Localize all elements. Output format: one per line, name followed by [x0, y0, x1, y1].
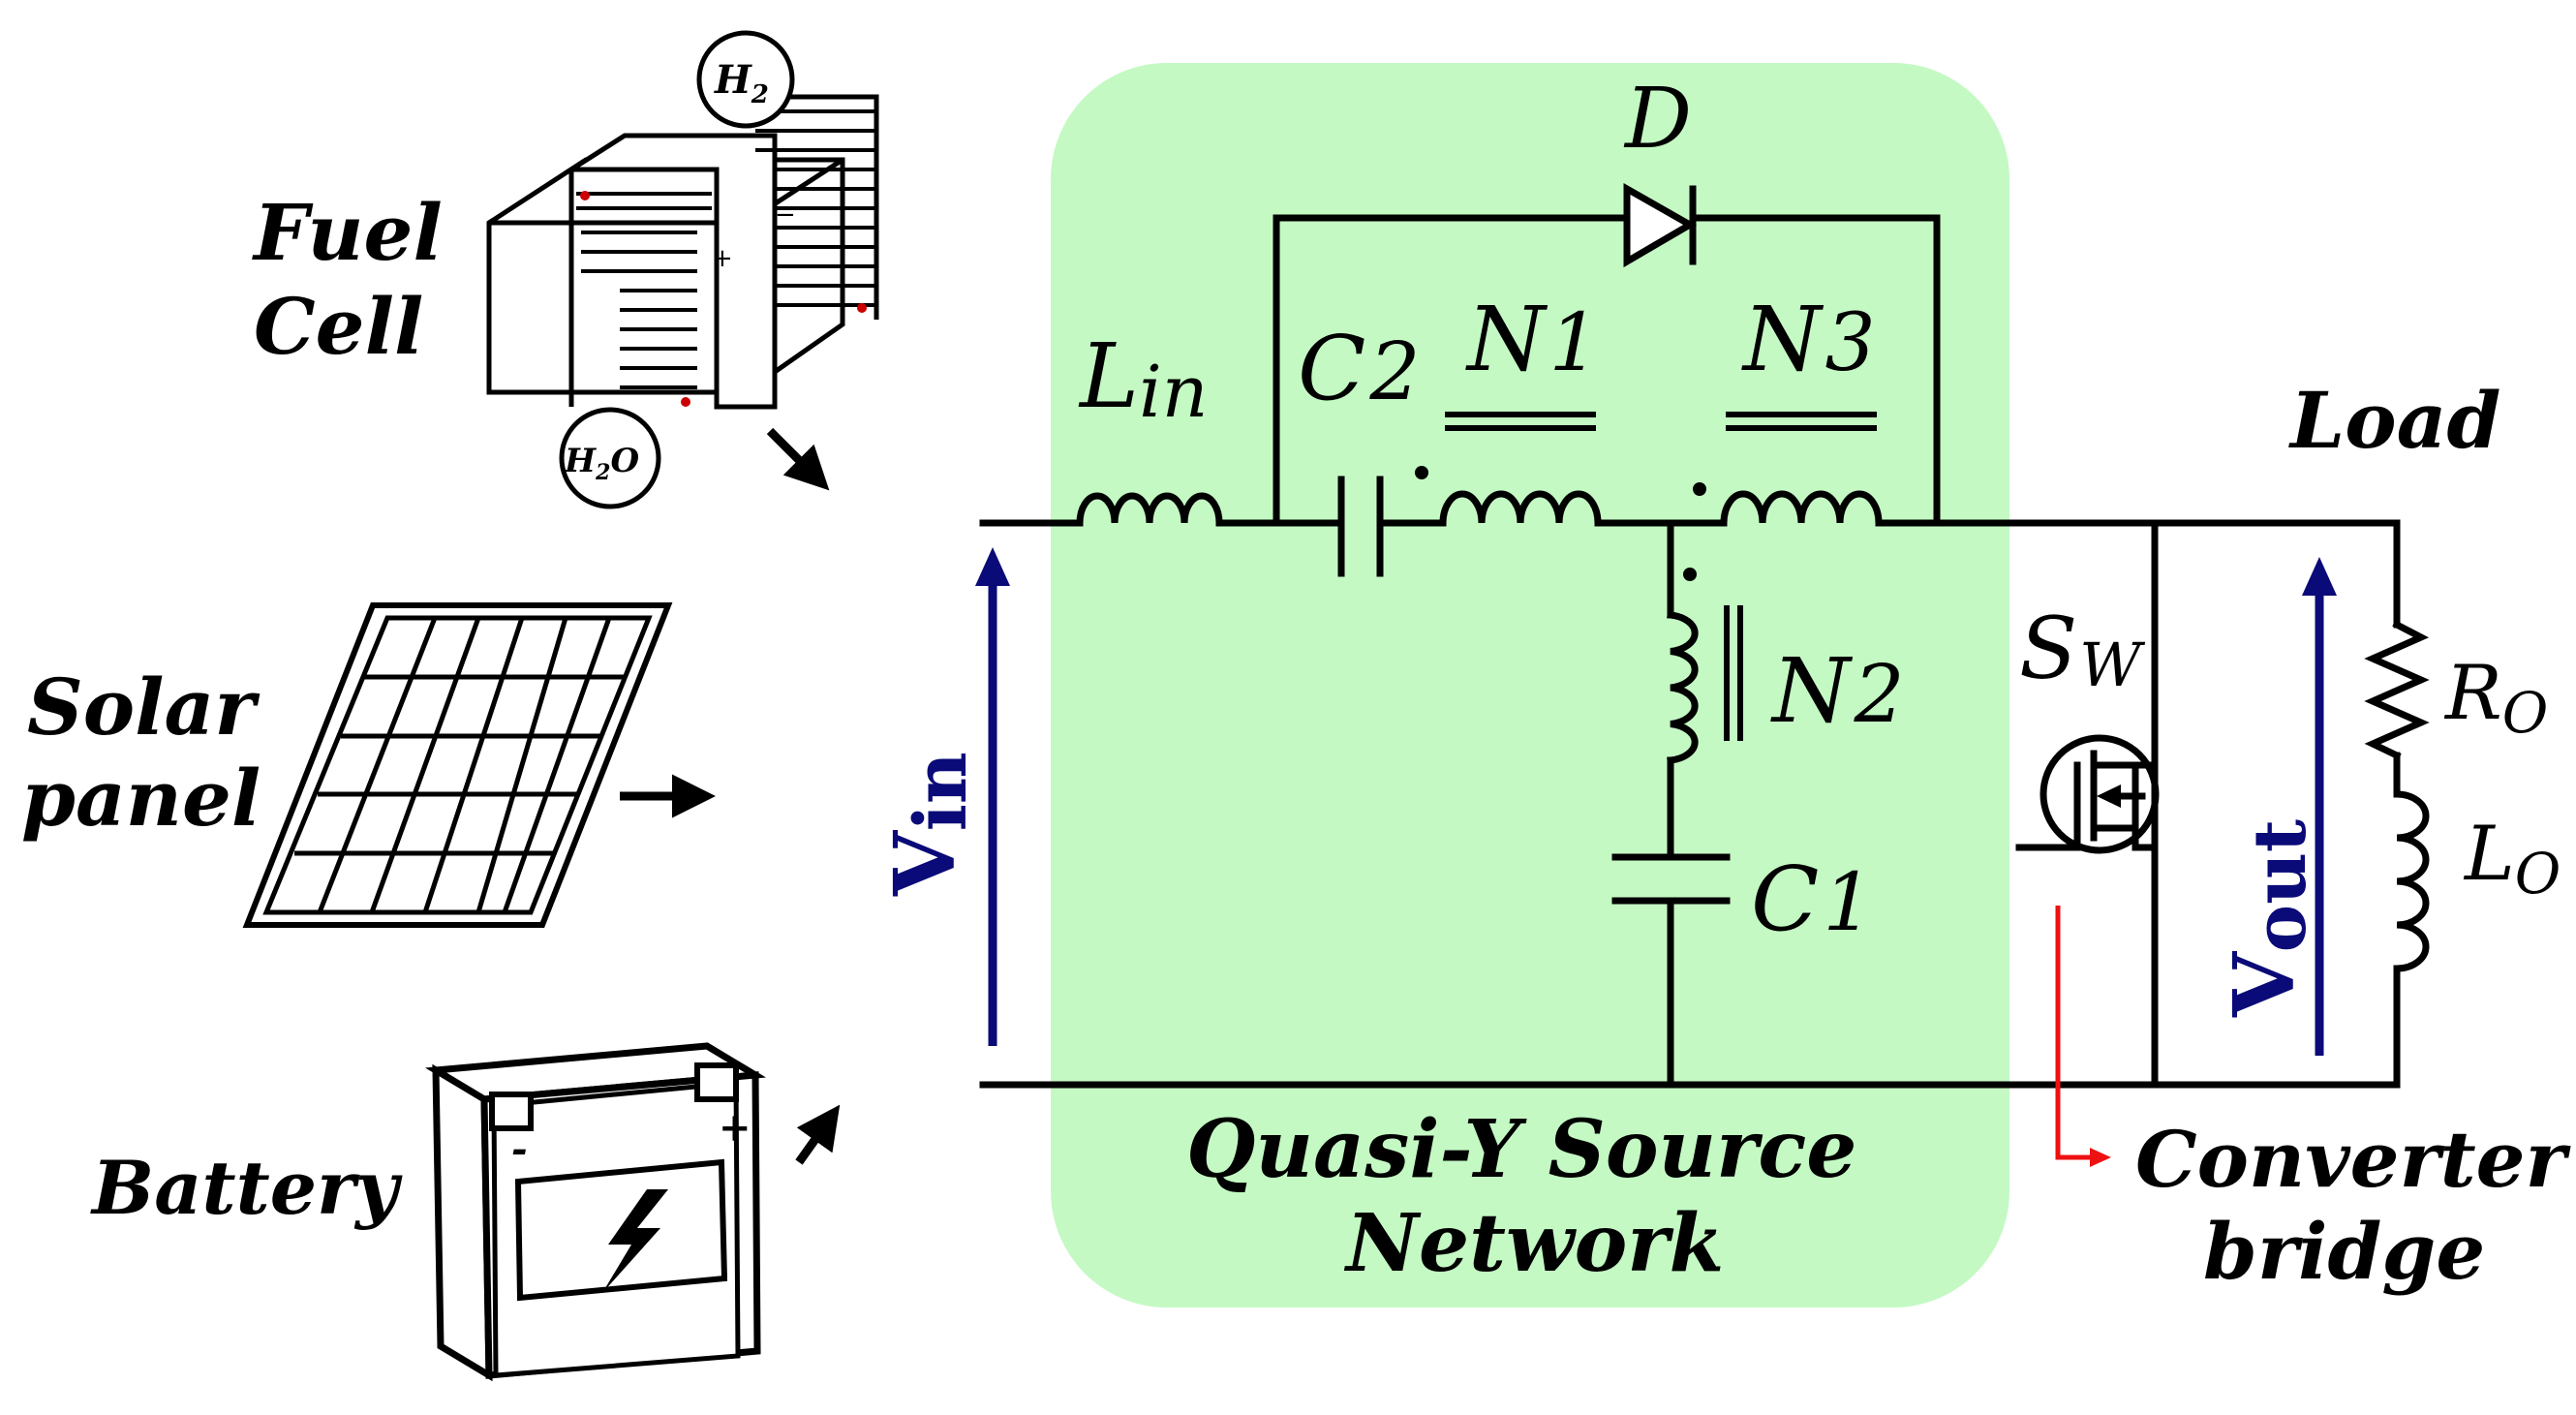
c2-label: C2: [1298, 317, 1421, 420]
fuel-cell-arrow: [766, 427, 830, 491]
h2o-label: H2O: [564, 442, 639, 485]
vout-arrow: [2302, 557, 2337, 1056]
network-background: [1051, 63, 2009, 1307]
h2o-bubble: [559, 407, 661, 509]
vin-label: Vin: [876, 752, 983, 897]
lin-label: Lin: [1078, 324, 1208, 434]
lo-inductor: [2393, 790, 2430, 972]
battery-label: Battery: [90, 1145, 403, 1231]
fuel-cell-label-line2: Cell: [254, 281, 423, 372]
mosfet-switch: [2015, 734, 2160, 854]
network-label-line2: Network: [1343, 1197, 1724, 1290]
solar-label-line1: Solar: [27, 661, 260, 753]
n1-inductor: [1439, 490, 1602, 527]
c1-label: C1: [1751, 847, 1874, 951]
ro-resistor: [2364, 620, 2430, 760]
vout-label: Vout: [2216, 819, 2322, 1018]
battery-plus-label: +: [719, 1105, 751, 1151]
solar-panel-icon: [242, 602, 673, 928]
n1-label: N1: [1465, 288, 1600, 391]
ro-label: RO: [2443, 650, 2548, 746]
solar-label-line2: panel: [21, 753, 261, 844]
converter-pointer-arrow: [2055, 906, 2111, 1167]
svg-text:+: +: [712, 244, 733, 273]
svg-text:−: −: [775, 200, 796, 230]
fuel-cell-red-dot: [857, 303, 867, 313]
bolt-icon: [602, 1189, 668, 1293]
fuel-cell-label-line1: Fuel: [252, 187, 443, 278]
n3-inductor: [1720, 490, 1883, 527]
vin-arrow: [975, 547, 1010, 1046]
battery-arrow: [795, 1104, 841, 1165]
fuel-cell-icon: + −: [486, 94, 879, 410]
battery-minus-label: -: [511, 1126, 528, 1172]
n3-polarity-dot: [1693, 482, 1706, 496]
n2-polarity-dot: [1683, 568, 1697, 581]
h2-bubble: [696, 30, 795, 129]
sw-label: SW: [2019, 599, 2145, 700]
fuel-cell-red-dot: [681, 397, 690, 407]
lo-label: LO: [2463, 811, 2561, 907]
converter-label-line2: bridge: [2203, 1206, 2485, 1297]
diode-label: D: [1623, 71, 1692, 168]
diode-symbol: [1623, 182, 1698, 268]
h2-label: H2: [714, 57, 769, 109]
network-label-line1: Quasi-Y Source: [1186, 1103, 1856, 1196]
n2-label: N2: [1770, 639, 1905, 743]
lin-inductor: [1076, 492, 1223, 527]
n3-label: N3: [1741, 288, 1876, 391]
load-label: Load: [2288, 375, 2500, 466]
fuel-cell-red-dot: [580, 191, 590, 200]
converter-label-line1: Converter: [2135, 1114, 2571, 1205]
battery-icon: [424, 1042, 767, 1382]
n2-inductor: [1667, 611, 1699, 764]
n1-polarity-dot: [1415, 466, 1428, 479]
